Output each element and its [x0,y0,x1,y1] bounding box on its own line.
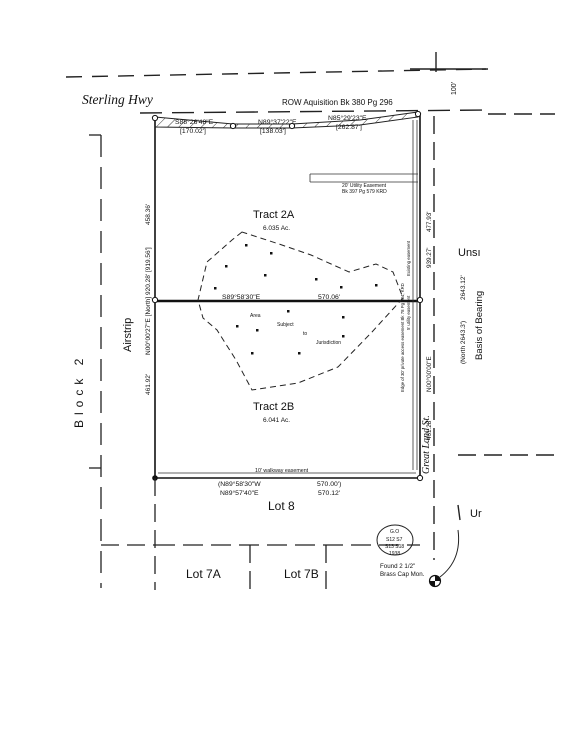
jurisdiction-word-area: Area [250,313,261,319]
east-line-upper1: 477.93' [426,212,433,232]
top-seg1-dist: [170.02'] [180,128,206,135]
top-seg1-bearing: S88°26'48"E [175,118,214,126]
west-line-upper2: 458.36' [145,204,152,225]
jurisdiction-word-to: to [303,331,307,337]
basis-bearing-dist: (North 2643.3') [460,321,467,364]
tract-2a-name: Tract 2A [253,209,295,221]
west-line-upper: 920.28' [919.56'] [145,247,152,295]
unsubdivided-label: Unsı [458,247,481,259]
row-width-label: 100' [451,82,458,95]
great-land-st-row-lines [433,113,560,560]
block-2-label: Block 2 [72,354,86,428]
tract-2b-name: Tract 2B [253,401,294,413]
west-line-bearing: N00°00'27"E [North] [144,297,152,355]
top-seg2-bearing: N89°37'22"E [258,118,297,126]
east-line-upper2: 939.27' [426,248,433,268]
bottom-bearing2: N89°57'40"E [220,489,259,497]
east-easement-lines [412,120,418,470]
basis-bearing-value: 2643.12' [460,275,467,300]
middle-line-bearing: S89°58'30"E [222,293,261,301]
lot-8-label: Lot 8 [268,499,295,513]
monument-line1: G.O [390,529,399,535]
airstrip-row-lines [89,134,102,588]
bottom-dist2: 570.12' [318,490,340,497]
utility-easement-box [309,173,418,183]
east-line-lower: 461.28' [426,420,433,440]
sterling-hwy-row-lines [65,52,489,114]
lot-7a-label: Lot 7A [186,567,221,581]
row-acquisition-label: ROW Aquisition Bk 380 Pg 296 [282,98,393,107]
bottom-dist1: 570.00') [317,481,341,488]
monument-line2: S12 S7 [386,537,403,543]
lot-7b-label: Lot 7B [284,567,319,581]
lower-lot-lines [101,478,420,590]
top-seg2-dist: [138.03'] [260,128,286,135]
airstrip-label: Airstrip [122,318,134,352]
middle-line-dist: 570.06' [318,294,340,301]
east-easement-text2: 5' utility easement [406,295,411,330]
bottom-bearing1: (N89°58'30"W [218,480,261,488]
jurisdiction-area-outline [197,231,404,391]
monument-found-line1: Found 2 1/2" [380,563,415,570]
great-land-st-label: Great Land St. [421,415,432,474]
utility-easement-line1: 20' Utility Easement [342,183,387,189]
top-seg3-dist: [262.87'] [336,124,362,131]
sterling-hwy-label: Sterling Hwy [82,92,153,107]
utility-easement-line2: Bk 397 Pg 579 KRD [342,189,387,195]
jurisdiction-word-jurisdiction: Jurisdiction [316,340,341,346]
basis-bearing-label: Basis of Bearing [474,291,485,360]
ur-label: Ur [470,508,482,520]
east-easement-text1: Edge of 30' private access easement Bk 7… [400,283,405,392]
jurisdiction-word-subject: Subject [277,322,294,328]
top-seg3-bearing: N85°29'23"E [328,114,367,122]
east-line-bearing: N00°00'00"E [425,356,433,392]
tract-2b-area: 6.041 Ac. [263,417,290,424]
walkway-easement-label: 10' walkway easement [255,468,309,474]
tract-2a-area: 6.035 Ac. [263,225,290,232]
jurisdiction-points [214,244,378,355]
brass-cap-monument-icon [376,524,460,588]
monument-line4: 1938 [389,551,400,557]
boundary-corner-markers [151,110,424,482]
west-line-lower: 461.92' [145,374,152,395]
monument-found-line2: Brass Cap Mon. [380,571,425,578]
east-easement-text3: Existing easement [406,240,411,276]
monument-line3: S13 S18 [385,544,404,550]
